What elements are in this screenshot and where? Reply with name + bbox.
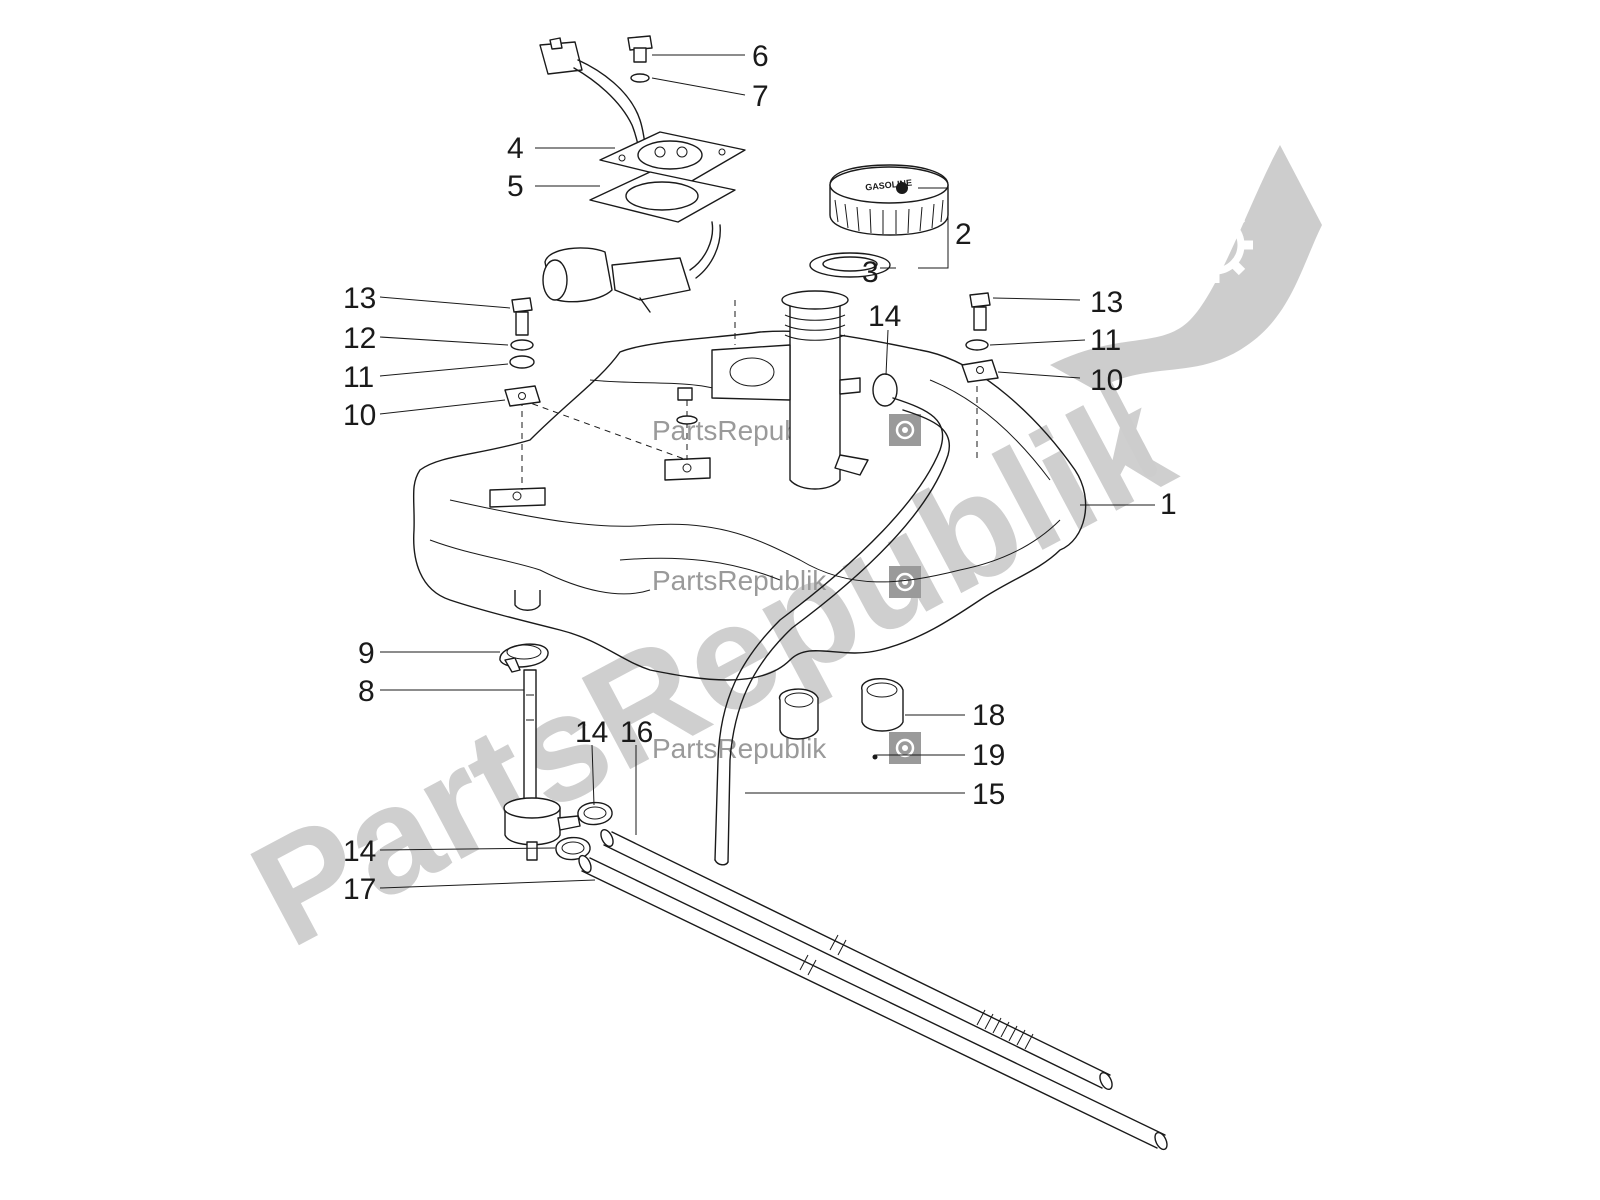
fuel-hose-upper xyxy=(600,828,1113,1091)
callout-7: 7 xyxy=(752,80,769,113)
callout-9: 9 xyxy=(358,637,375,670)
vent-hose xyxy=(714,397,951,866)
pump-washer xyxy=(630,73,650,83)
watermark-badge-2: PartsRepublik xyxy=(652,565,921,598)
tap-clamp xyxy=(499,643,549,673)
callout-12: 12 xyxy=(343,322,376,355)
callout-19: 19 xyxy=(972,739,1005,772)
pump-screw xyxy=(627,35,653,63)
callout-14-mid: 14 xyxy=(575,716,608,749)
watermark-small-text: PartsRepublik xyxy=(652,565,827,596)
right-bolt xyxy=(969,292,991,331)
watermark: PartsRepublik P xyxy=(226,145,1322,978)
callout-13-right: 13 xyxy=(1090,286,1123,319)
callout-11-right: 11 xyxy=(1090,324,1121,357)
callout-4: 4 xyxy=(507,132,524,165)
right-clip-nut xyxy=(961,359,999,383)
callout-16: 16 xyxy=(620,716,653,749)
callout-8: 8 xyxy=(358,675,375,708)
watermark-gear-icon xyxy=(1177,207,1253,283)
callout-10-left: 10 xyxy=(343,399,376,432)
left-bolt xyxy=(511,297,533,336)
callout-15: 15 xyxy=(972,778,1005,811)
callout-1: 1 xyxy=(1160,488,1177,521)
hose-clamp-upper xyxy=(577,801,613,826)
hose-clamp-lower xyxy=(555,836,591,861)
dot-marker xyxy=(896,182,908,194)
callout-13-left: 13 xyxy=(343,282,376,315)
watermark-flag xyxy=(1050,145,1322,477)
right-washer xyxy=(965,339,989,351)
callout-14-bottom: 14 xyxy=(343,835,376,868)
gear-icon xyxy=(889,732,921,764)
fuel-tank xyxy=(412,290,1087,681)
callout-labels: 1 2 3 4 5 6 7 9 8 13 12 11 10 13 11 10 1… xyxy=(343,40,1177,906)
center-washer xyxy=(676,415,698,425)
leader-lines xyxy=(379,54,1155,889)
pump-flange xyxy=(599,131,746,183)
left-washer-small xyxy=(510,339,534,351)
gear-icon xyxy=(889,566,921,598)
fuel-hose-lower xyxy=(578,854,1168,1151)
hose-clip-left xyxy=(779,688,819,740)
callout-17: 17 xyxy=(343,873,376,906)
gear-icon xyxy=(889,414,921,446)
cap-gasket xyxy=(809,252,891,278)
hose-clip-right xyxy=(861,678,904,732)
callout-11-left: 11 xyxy=(343,361,374,394)
callout-6: 6 xyxy=(752,40,769,73)
fuel-pump xyxy=(542,221,721,313)
callout-2: 2 xyxy=(955,218,972,251)
callout-10-right: 10 xyxy=(1090,364,1123,397)
fuel-cap: GASOLINE xyxy=(829,164,949,236)
callout-14-top: 14 xyxy=(868,300,901,333)
callout-18: 18 xyxy=(972,699,1005,732)
pump-gasket xyxy=(589,171,736,223)
callout-5: 5 xyxy=(507,170,524,203)
left-clip-nut xyxy=(504,385,541,407)
callout-3: 3 xyxy=(862,256,879,289)
left-washer xyxy=(509,355,535,369)
fuel-tap xyxy=(503,669,581,861)
